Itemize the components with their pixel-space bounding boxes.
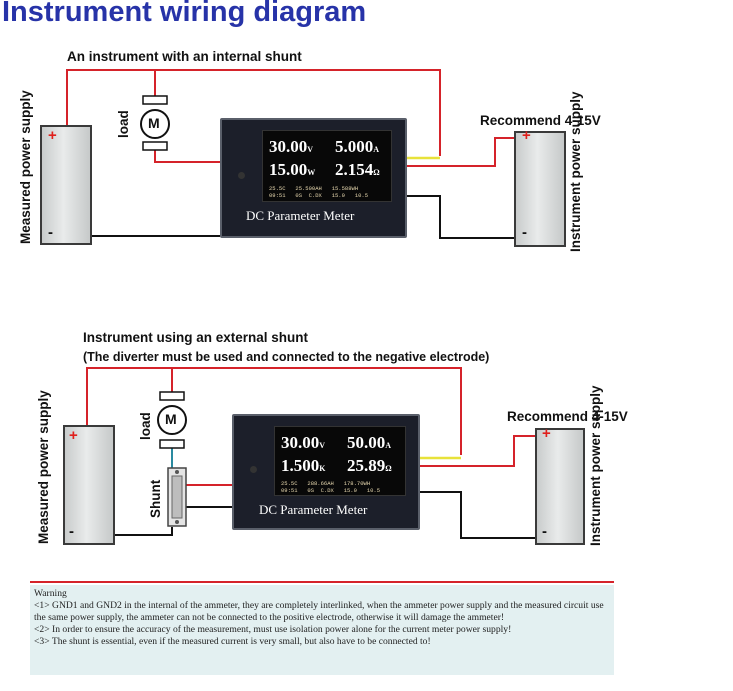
top-meter-button — [238, 172, 245, 179]
top-row1-left-unit: V — [307, 145, 314, 154]
warning-box: Warning <1> GND1 and GND2 in the interna… — [30, 585, 614, 675]
bottom-positive-wire — [86, 367, 462, 455]
top-motor-glyph: M — [148, 115, 160, 131]
bottom-row1-left: 30.00 — [281, 433, 320, 452]
bottom-motor-glyph: M — [165, 411, 177, 427]
bottom-negative-wire — [90, 527, 173, 536]
bottom-row2-right-unit: Ω — [385, 464, 392, 473]
warning-item-3: <3> The shunt is essential, even if the … — [34, 636, 431, 647]
warning-item-1: <1> GND1 and GND2 in the internal of the… — [34, 600, 604, 623]
bottom-row2-left: 1.500 — [281, 456, 320, 475]
top-heading: An instrument with an internal shunt — [67, 49, 302, 64]
bottom-meter-caption: DC Parameter Meter — [259, 502, 368, 517]
top-motor-icon — [140, 95, 170, 151]
warning-title: Warning — [34, 588, 67, 599]
top-row2-left-unit: W — [307, 168, 316, 177]
bottom-right-supply-label: Instrument power supply — [588, 385, 603, 546]
bottom-meter-screen: 30.00V 50.00A 1.500K 25.89Ω 25.5C 288.66… — [274, 426, 406, 496]
top-row1-right-unit: A — [373, 145, 380, 154]
top-motor-return — [154, 150, 220, 163]
top-right-negative — [407, 195, 542, 239]
bottom-circuit — [86, 367, 563, 539]
bottom-load-label: load — [138, 412, 153, 440]
shunt-icon — [167, 467, 187, 527]
top-right-plus: + — [522, 127, 531, 144]
top-load-label: load — [116, 110, 131, 138]
top-left-supply-label: Measured power supply — [18, 90, 33, 244]
top-row2-right-unit: Ω — [373, 168, 380, 177]
bottom-recommend-label: Recommend 4-15V — [507, 409, 628, 424]
bottom-meter-button — [250, 466, 257, 473]
bottom-measured-battery — [63, 425, 115, 545]
top-positive-wire — [66, 69, 441, 156]
top-row2-right: 2.154 — [335, 160, 374, 179]
bottom-info-line1: 25.5C 288.66AH 178.70WH — [281, 480, 371, 487]
page-title: Instrument wiring diagram — [2, 0, 367, 28]
warning-item-2: <2> In order to ensure the accuracy of t… — [34, 624, 512, 635]
top-right-minus: - — [522, 224, 527, 241]
top-row1-left: 30.00 — [269, 137, 308, 156]
shunt-label: Shunt — [148, 479, 163, 518]
top-meter: 30.00V 5.000A 15.00W 2.154Ω 25.5C 25.500… — [220, 118, 407, 238]
bottom-row1-left-unit: V — [319, 441, 326, 450]
bottom-meter: 30.00V 50.00A 1.500K 25.89Ω 25.5C 288.66… — [232, 414, 420, 530]
top-meter-caption: DC Parameter Meter — [246, 208, 355, 223]
bottom-left-supply-label: Measured power supply — [36, 390, 51, 544]
top-left-minus: - — [48, 224, 53, 241]
top-measured-battery — [40, 125, 92, 245]
bottom-motor-icon — [157, 391, 187, 449]
bottom-row2-right: 25.89 — [347, 456, 386, 475]
top-instrument-battery — [514, 131, 566, 247]
top-recommend-label: Recommend 4-15V — [480, 113, 601, 128]
top-left-plus: + — [48, 127, 57, 144]
top-info-line2: 09:51 0S C.DX 15.0 10.5 — [269, 192, 369, 199]
top-row1-right: 5.000 — [335, 137, 374, 156]
bottom-row1-right-unit: A — [385, 441, 392, 450]
bottom-right-minus: - — [542, 523, 547, 540]
top-info-line1: 25.5C 25.500AH 15.588WH — [269, 185, 359, 192]
bottom-left-minus: - — [69, 523, 74, 540]
bottom-heading: Instrument using an external shunt — [83, 330, 309, 345]
bottom-row2-left-unit: K — [319, 464, 326, 473]
top-right-supply-label: Instrument power supply — [568, 91, 583, 252]
bottom-info-line2: 09:51 0S C.DX 15.0 10.5 — [281, 487, 381, 494]
bottom-instrument-battery — [535, 428, 585, 545]
bottom-right-plus: + — [542, 425, 551, 442]
bottom-subheading: (The diverter must be used and connected… — [83, 350, 490, 364]
bottom-left-plus: + — [69, 427, 78, 444]
top-row2-left: 15.00 — [269, 160, 308, 179]
bottom-row1-right: 50.00 — [347, 433, 386, 452]
bottom-right-negative — [420, 491, 563, 539]
top-meter-screen: 30.00V 5.000A 15.00W 2.154Ω 25.5C 25.500… — [262, 130, 392, 202]
